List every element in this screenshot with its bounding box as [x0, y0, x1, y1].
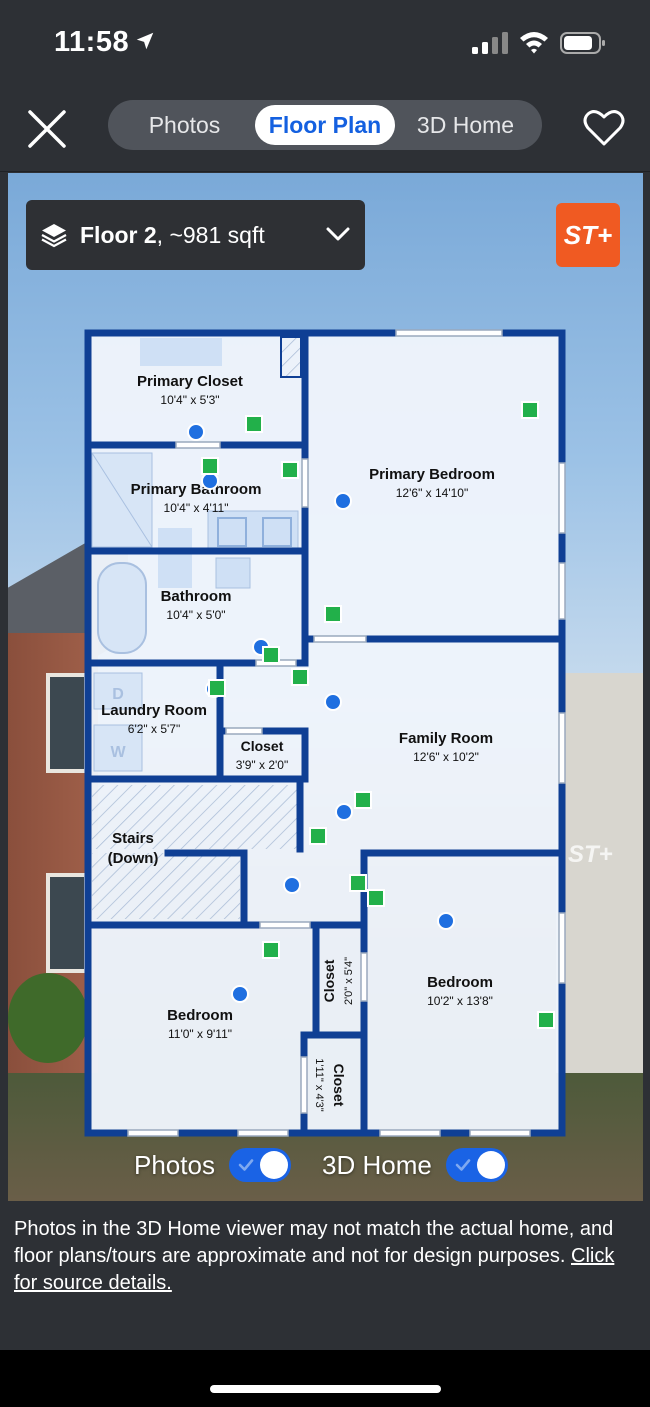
- tour-marker[interactable]: [245, 415, 263, 433]
- floor-plan-viewer[interactable]: ST+ D W: [8, 173, 643, 1201]
- photo-marker[interactable]: [187, 423, 205, 441]
- status-bar: 11:58: [0, 0, 650, 86]
- tab-3d-home[interactable]: 3D Home: [416, 111, 515, 138]
- toggle-knob: [476, 1151, 505, 1179]
- room-name: Family Room: [399, 730, 493, 747]
- room-name: Bathroom: [161, 588, 232, 605]
- tour-marker[interactable]: [291, 668, 309, 686]
- tab-floor-plan[interactable]: Floor Plan: [255, 105, 395, 145]
- room-dims: 11'0" x 9'11": [168, 1027, 232, 1041]
- cellular-signal-icon: [472, 32, 508, 54]
- room-dims: 10'4" x 4'11": [164, 501, 229, 515]
- nav-bar: Photos Floor Plan 3D Home: [0, 86, 650, 172]
- tab-photos[interactable]: Photos: [148, 111, 221, 138]
- floor-area: , ~981 sqft: [156, 221, 265, 248]
- floor-name: Floor 2: [80, 221, 157, 248]
- favorite-heart-icon[interactable]: [582, 106, 626, 150]
- room-name: Bedroom: [167, 1007, 233, 1024]
- tour-marker[interactable]: [309, 827, 327, 845]
- tour-marker[interactable]: [367, 889, 385, 907]
- room-name: Laundry Room: [101, 702, 207, 719]
- photos-toggle-row: Photos: [134, 1143, 291, 1187]
- st-watermark: ST+: [568, 841, 613, 868]
- photo-marker[interactable]: [335, 803, 353, 821]
- dryer-label: D: [112, 686, 124, 703]
- room-name: Bedroom: [427, 974, 493, 991]
- toggle-knob: [259, 1151, 288, 1179]
- photo-marker[interactable]: [231, 985, 249, 1003]
- room-name: Closet: [241, 738, 284, 754]
- room-dims: 6'2" x 5'7": [128, 722, 180, 736]
- room-name: Primary Bedroom: [369, 466, 495, 483]
- floor-plan: D W: [84, 329, 566, 1137]
- status-time: 11:58: [54, 26, 130, 58]
- home-indicator[interactable]: [210, 1385, 441, 1393]
- photo-marker[interactable]: [334, 492, 352, 510]
- location-arrow-icon: [136, 32, 154, 50]
- 3d-home-toggle[interactable]: [445, 1148, 508, 1182]
- tour-marker[interactable]: [262, 646, 280, 664]
- wifi-icon: [520, 32, 548, 54]
- battery-icon: [560, 32, 605, 54]
- room-dims: 12'6" x 10'2": [413, 750, 479, 764]
- disclaimer: Photos in the 3D Home viewer may not mat…: [14, 1216, 634, 1297]
- tour-marker[interactable]: [208, 679, 226, 697]
- tour-marker[interactable]: [521, 401, 539, 419]
- room-dims: 2'0" x 5'4": [343, 957, 355, 1005]
- photo-marker[interactable]: [324, 693, 342, 711]
- tour-marker[interactable]: [537, 1011, 555, 1029]
- tour-marker[interactable]: [281, 461, 299, 479]
- floor-selector[interactable]: Floor 2 , ~981 sqft: [26, 200, 365, 270]
- room-dims: (Down): [108, 850, 159, 867]
- view-mode-tabs: Photos Floor Plan 3D Home: [108, 100, 542, 150]
- room-dims: 12'6" x 14'10": [396, 486, 469, 500]
- source-details-link[interactable]: Click for source details.: [14, 1245, 615, 1294]
- room-dims: 1'11" x 4'3": [313, 1058, 325, 1111]
- tour-marker[interactable]: [324, 605, 342, 623]
- tour-marker[interactable]: [201, 457, 219, 475]
- tour-marker[interactable]: [349, 874, 367, 892]
- room-dims: 10'4" x 5'3": [160, 393, 219, 407]
- photo-marker[interactable]: [437, 912, 455, 930]
- home-bar-area: [0, 1350, 650, 1407]
- room-name: Closet: [321, 959, 337, 1002]
- checkmark-icon: [455, 1159, 471, 1171]
- room-dims: 10'2" x 13'8": [427, 994, 493, 1008]
- st-plus-badge[interactable]: ST+: [556, 203, 620, 267]
- tour-marker[interactable]: [262, 941, 280, 959]
- tour-marker[interactable]: [354, 791, 372, 809]
- 3d-home-toggle-label: 3D Home: [322, 1149, 432, 1180]
- chevron-down-icon: [326, 227, 350, 241]
- close-icon[interactable]: [22, 104, 72, 154]
- photos-toggle[interactable]: [228, 1148, 291, 1182]
- washer-label: W: [110, 744, 126, 761]
- background-house-left: [8, 633, 98, 1153]
- room-name: Stairs: [112, 830, 154, 847]
- room-dims: 10'4" x 5'0": [166, 608, 225, 622]
- checkmark-icon: [238, 1159, 254, 1171]
- layers-icon: [41, 224, 67, 248]
- disclaimer-text: Photos in the 3D Home viewer may not mat…: [14, 1218, 614, 1267]
- room-name: Primary Closet: [137, 373, 243, 390]
- photos-toggle-label: Photos: [134, 1149, 215, 1180]
- room-dims: 3'9" x 2'0": [236, 758, 288, 772]
- room-name: Closet: [331, 1064, 347, 1107]
- photo-marker[interactable]: [201, 472, 219, 490]
- photo-marker[interactable]: [283, 876, 301, 894]
- background-bush: [8, 973, 88, 1063]
- room-name: Primary Bathroom: [131, 481, 262, 498]
- 3d-home-toggle-row: 3D Home: [322, 1143, 508, 1187]
